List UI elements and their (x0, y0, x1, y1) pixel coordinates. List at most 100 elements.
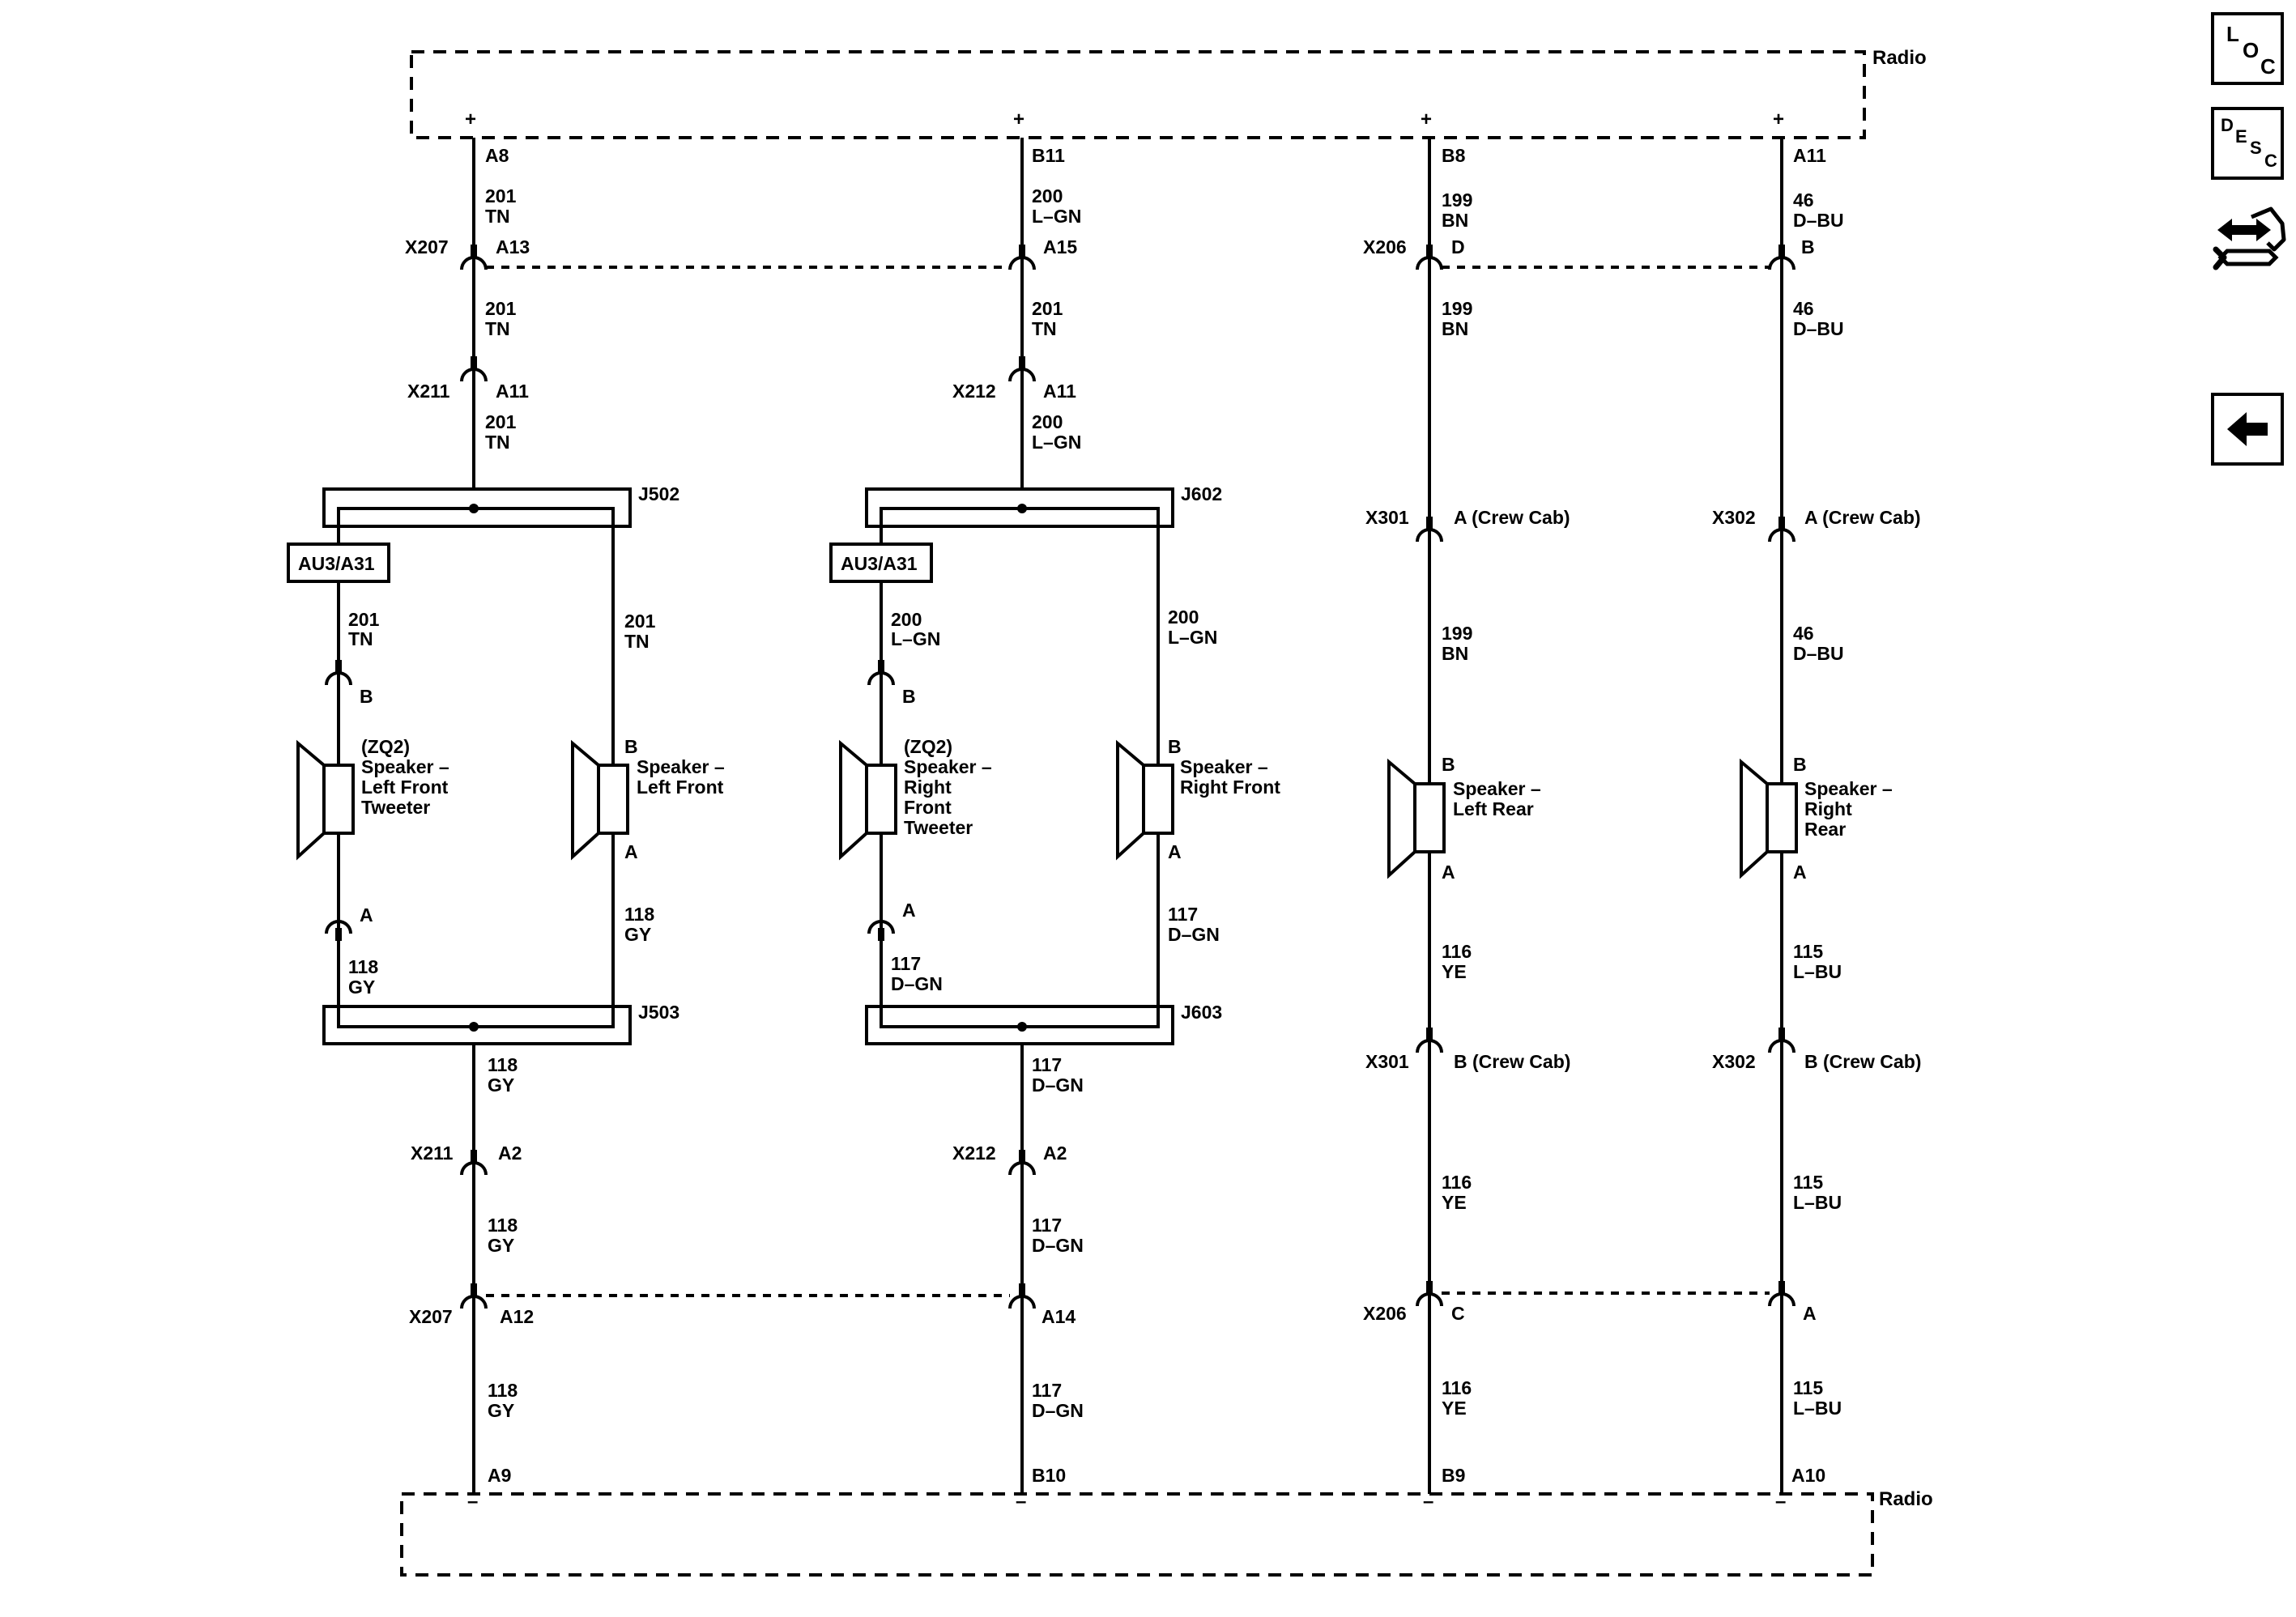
svg-text:A: A (624, 841, 638, 862)
svg-text:117: 117 (1032, 1054, 1062, 1075)
svg-text:46: 46 (1793, 298, 1814, 319)
conn-x207-top-pin1: A13 (496, 236, 530, 257)
conn-x206-bot-pin1: C (1451, 1303, 1465, 1324)
svg-text:118: 118 (624, 904, 654, 925)
pin-a9: A9 (488, 1465, 511, 1486)
svg-text:115: 115 (1793, 1377, 1823, 1398)
svg-text:GY: GY (348, 977, 375, 998)
pin-a8: A8 (485, 145, 509, 166)
svg-text:117: 117 (1032, 1215, 1062, 1236)
speaker-left-front-tweeter: B (ZQ2) Speaker – Left Front Tweeter A (296, 686, 449, 926)
conn-x207-bot-pin2: A14 (1042, 1306, 1076, 1327)
svg-text:Tweeter: Tweeter (904, 817, 973, 838)
polarity-plus-4: + (1773, 109, 1784, 130)
connector-tool-button[interactable] (2211, 202, 2292, 283)
svg-text:Speaker –: Speaker – (904, 756, 992, 777)
svg-text:Left Rear: Left Rear (1453, 798, 1534, 819)
svg-text:B: B (1168, 736, 1182, 757)
svg-text:TN: TN (1032, 318, 1057, 339)
svg-text:B: B (360, 686, 373, 707)
svg-text:199: 199 (1442, 623, 1472, 644)
polarity-minus-4: – (1775, 1491, 1786, 1513)
conn-x211-bot-pin: A2 (498, 1143, 522, 1164)
svg-text:116: 116 (1442, 941, 1472, 962)
radio-module-top (410, 50, 1866, 139)
svg-text:118: 118 (488, 1380, 518, 1401)
svg-text:115: 115 (1793, 941, 1823, 962)
polarity-plus-1: + (465, 109, 476, 130)
svg-text:201: 201 (624, 611, 656, 632)
svg-text:Left Front: Left Front (637, 777, 724, 798)
svg-text:A: A (1442, 862, 1455, 883)
svg-text:A: A (1793, 862, 1807, 883)
svg-text:L–GN: L–GN (891, 628, 940, 649)
svg-text:(ZQ2): (ZQ2) (904, 736, 952, 757)
polarity-plus-2: + (1013, 109, 1024, 130)
conn-x206-top: X206 (1363, 236, 1407, 257)
svg-text:117: 117 (1168, 904, 1198, 925)
conn-x206-top-pin1: D (1451, 236, 1465, 257)
svg-text:(ZQ2): (ZQ2) (361, 736, 410, 757)
polarity-minus-3: – (1423, 1491, 1433, 1513)
svg-text:B: B (1793, 754, 1807, 775)
splice-j503-label: J503 (638, 1002, 679, 1023)
radio-module-bottom (400, 1492, 1874, 1577)
svg-text:117: 117 (1032, 1380, 1062, 1401)
svg-text:199: 199 (1442, 298, 1472, 319)
svg-text:BN: BN (1442, 210, 1468, 231)
svg-text:Speaker –: Speaker – (1453, 778, 1541, 799)
back-button[interactable] (2211, 393, 2284, 466)
svg-text:A: A (1168, 841, 1182, 862)
polarity-minus-1: – (467, 1491, 478, 1513)
svg-text:200: 200 (1032, 411, 1063, 432)
svg-text:Right: Right (904, 777, 952, 798)
splice-j603-label: J603 (1181, 1002, 1222, 1023)
svg-text:D–GN: D–GN (891, 973, 943, 994)
svg-text:GY: GY (488, 1235, 514, 1256)
pin-b8: B8 (1442, 145, 1466, 166)
conn-x212-top: X212 (952, 381, 996, 402)
option-box-left (287, 543, 390, 583)
loc-button[interactable]: L O C (2211, 12, 2284, 85)
speaker-left-rear: B Speaker – Left Rear A (1387, 754, 1541, 883)
radio-label-bottom: Radio (1879, 1488, 1933, 1510)
svg-text:201: 201 (485, 185, 517, 206)
svg-text:TN: TN (485, 432, 510, 453)
conn-x206-bot: X206 (1363, 1303, 1407, 1324)
svg-text:116: 116 (1442, 1172, 1472, 1193)
loc-icon: L O C (2226, 22, 2276, 79)
conn-x302-top: X302 (1712, 507, 1756, 528)
svg-text:D–BU: D–BU (1793, 318, 1844, 339)
conn-x206-top-pin2: B (1801, 236, 1815, 257)
conn-x207-top: X207 (405, 236, 449, 257)
svg-text:D–GN: D–GN (1032, 1074, 1084, 1096)
conn-x301-top: X301 (1365, 507, 1409, 528)
svg-text:Speaker –: Speaker – (637, 756, 725, 777)
conn-x302-bot-pin: B (Crew Cab) (1804, 1051, 1921, 1072)
desc-button[interactable]: D E S C (2211, 107, 2284, 180)
svg-text:D–GN: D–GN (1032, 1235, 1084, 1256)
svg-text:118: 118 (488, 1054, 518, 1075)
polarity-plus-3: + (1421, 109, 1432, 130)
conn-x207-top-pin2: A15 (1043, 236, 1077, 257)
back-arrow-icon (2227, 412, 2268, 446)
svg-text:201: 201 (348, 609, 380, 630)
svg-text:L–BU: L–BU (1793, 961, 1842, 982)
svg-text:Speaker –: Speaker – (1180, 756, 1268, 777)
svg-text:118: 118 (348, 956, 378, 977)
svg-text:115: 115 (1793, 1172, 1823, 1193)
svg-text:Speaker –: Speaker – (1804, 778, 1893, 799)
svg-text:Right: Right (1804, 798, 1852, 819)
svg-text:L–BU: L–BU (1793, 1192, 1842, 1213)
svg-text:GY: GY (488, 1074, 514, 1096)
svg-text:GY: GY (624, 924, 651, 945)
svg-text:TN: TN (348, 628, 373, 649)
svg-text:B: B (1442, 754, 1455, 775)
svg-text:201: 201 (1032, 298, 1063, 319)
svg-text:D–GN: D–GN (1032, 1400, 1084, 1421)
option-label-left: AU3/A31 (298, 553, 375, 574)
svg-text:117: 117 (891, 953, 921, 974)
svg-text:B: B (624, 736, 638, 757)
